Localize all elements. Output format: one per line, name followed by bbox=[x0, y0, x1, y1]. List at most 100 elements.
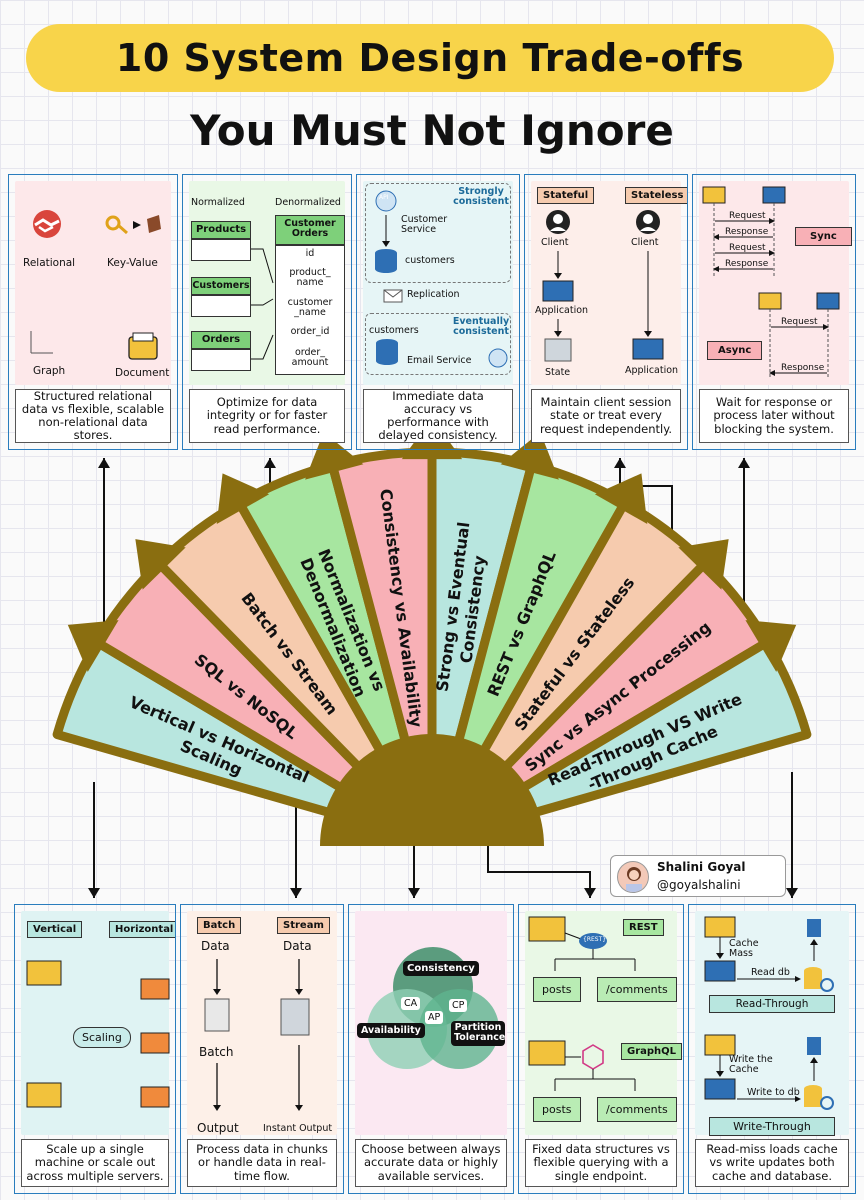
batch-stream-flow bbox=[204, 959, 310, 1111]
connector-sql-head bbox=[98, 458, 110, 468]
panel-batch-stream: Batch Stream Data Data Batch Output Inst… bbox=[180, 904, 344, 1194]
label-output: Output bbox=[197, 1121, 239, 1135]
fan-rib-tip-3 bbox=[216, 473, 270, 525]
cloud-api-icon bbox=[488, 348, 508, 368]
label-batch: Batch bbox=[199, 1045, 234, 1059]
tag-batch: Batch bbox=[197, 917, 242, 934]
label-response-2: Response bbox=[725, 259, 769, 269]
graph-icon bbox=[30, 331, 53, 354]
author-handle[interactable]: @goyalshalini bbox=[657, 878, 741, 892]
tag-rest: REST bbox=[623, 919, 664, 936]
tag-graphql: GraphQL bbox=[621, 1043, 683, 1060]
caption-scaling: Scale up a single machine or scale out a… bbox=[21, 1139, 169, 1187]
eventual-box bbox=[365, 313, 511, 375]
key-value-icon bbox=[105, 215, 161, 235]
label-denormalized: Denormalized bbox=[275, 197, 341, 208]
caption-stateful: Maintain client session state or treat e… bbox=[531, 389, 681, 443]
scaling-servers bbox=[26, 960, 170, 1108]
label-state: State bbox=[545, 367, 571, 378]
title-banner: 10 System Design Trade-offs bbox=[26, 24, 834, 92]
label-request-2: Request bbox=[729, 243, 766, 253]
label-write-db: Write to db bbox=[747, 1087, 800, 1098]
badge-scaling: Scaling bbox=[73, 1027, 131, 1048]
label-application-1: Application bbox=[535, 305, 589, 316]
connector-sync-head bbox=[738, 458, 750, 468]
panel-stateful-stateless: Stateful Stateless Client Client Applica… bbox=[524, 174, 688, 450]
label-customer-service: Customer Service bbox=[401, 214, 448, 236]
tag-horizontal: Horizontal bbox=[109, 921, 175, 938]
rest-illustration: {REST} REST posts /comments GraphQL post… bbox=[525, 911, 683, 1135]
label-read-db: Read db bbox=[751, 967, 790, 978]
caption-consistency: Immediate data accuracy vs performance w… bbox=[363, 389, 513, 443]
label-write-cache: Write the Cache bbox=[729, 1054, 773, 1076]
field-product-name: product_ name bbox=[289, 267, 331, 288]
label-cache-mass: Cache Mass bbox=[729, 938, 759, 960]
subtitle: You Must Not Ignore bbox=[190, 105, 674, 155]
rest-badge: {REST} bbox=[583, 936, 607, 943]
label-email-service: Email Service bbox=[407, 355, 472, 366]
caption-normalization: Optimize for data integrity or for faste… bbox=[189, 389, 345, 443]
table-customers-body bbox=[191, 295, 251, 317]
label-response-1: Response bbox=[725, 227, 769, 237]
sync-illustration: Request Response Request Response Sync A… bbox=[699, 181, 852, 385]
panel-normalization: Normalized Denormalized Products Custome… bbox=[182, 174, 352, 450]
label-eventually-consistent: Eventually consistent bbox=[452, 316, 510, 338]
scaling-illustration: Vertical Horizontal Scaling bbox=[21, 911, 175, 1135]
fan-rib-tip-8 bbox=[678, 539, 729, 590]
label-relational: Relational bbox=[23, 257, 76, 269]
mail-icon bbox=[383, 289, 403, 303]
label-strongly-consistent: Strongly consistent bbox=[453, 186, 509, 208]
panel-strong-eventual: Strongly consistent API Customer Service… bbox=[356, 174, 520, 450]
label-normalized: Normalized bbox=[191, 197, 245, 208]
endpoint-posts-2: posts bbox=[533, 1097, 581, 1122]
label-consistency: Consistency bbox=[403, 961, 479, 976]
label-document: Document bbox=[115, 367, 170, 379]
label-ap: AP bbox=[425, 1011, 444, 1024]
fan-rib-tip-2 bbox=[135, 539, 186, 590]
normalization-arrows bbox=[251, 248, 274, 360]
fan-rib-tip-1 bbox=[67, 620, 119, 672]
cap-illustration: Consistency Availability Partition Toler… bbox=[355, 911, 507, 1135]
label-request-1: Request bbox=[729, 211, 766, 221]
tag-stateful: Stateful bbox=[537, 187, 595, 204]
tag-vertical: Vertical bbox=[27, 921, 83, 938]
label-instant-output: Instant Output bbox=[263, 1123, 333, 1134]
field-id: id bbox=[305, 248, 315, 259]
label-response-3: Response bbox=[781, 363, 825, 373]
client-avatar-icon-2 bbox=[636, 210, 660, 234]
panel-sync-async: Request Response Request Response Sync A… bbox=[692, 174, 856, 450]
fan-rib-tip-7 bbox=[594, 473, 648, 525]
tag-async: Async bbox=[707, 341, 763, 360]
handshake-icon bbox=[33, 210, 61, 238]
connector-stateful-head bbox=[614, 458, 626, 468]
api-badge: API bbox=[379, 194, 389, 201]
fan-rib-tip-9 bbox=[745, 620, 797, 672]
tag-stream: Stream bbox=[277, 917, 330, 934]
caption-sql: Structured relational data vs flexible, … bbox=[15, 389, 171, 443]
caption-batch: Process data in chunks or handle data in… bbox=[187, 1139, 337, 1187]
title-area: 10 System Design Trade-offs You Must Not… bbox=[0, 0, 864, 165]
table-orders-body bbox=[191, 349, 251, 371]
connector-normalization-head bbox=[264, 458, 276, 468]
panel-cap: Consistency Availability Partition Toler… bbox=[348, 904, 514, 1194]
fan-hub bbox=[320, 734, 544, 846]
cache-illustration: Cache Mass Read db Read-Through Write th… bbox=[695, 911, 849, 1136]
label-availability: Availability bbox=[357, 1023, 425, 1038]
field-customer-name: customer _name bbox=[287, 297, 333, 318]
label-request-3: Request bbox=[781, 317, 818, 327]
label-graph: Graph bbox=[33, 365, 66, 377]
strong-box bbox=[365, 183, 511, 283]
connector-cap-head bbox=[408, 888, 420, 898]
avatar bbox=[617, 861, 649, 893]
table-customer-orders: Customer Orders bbox=[275, 215, 345, 245]
label-key-value: Key-Value bbox=[107, 257, 158, 269]
table-products-body bbox=[191, 239, 251, 261]
database-icon bbox=[376, 339, 398, 365]
author-card[interactable]: Shalini Goyal @goyalshalini bbox=[610, 855, 786, 897]
label-application-2: Application bbox=[625, 365, 679, 376]
connector-cache-head bbox=[786, 888, 798, 898]
panel-cache: Cache Mass Read db Read-Through Write th… bbox=[688, 904, 856, 1194]
panel-sql-nosql: Relational Key-Value Graph Document Stru… bbox=[8, 174, 178, 450]
normalization-illustration: Normalized Denormalized Products Custome… bbox=[189, 181, 345, 385]
